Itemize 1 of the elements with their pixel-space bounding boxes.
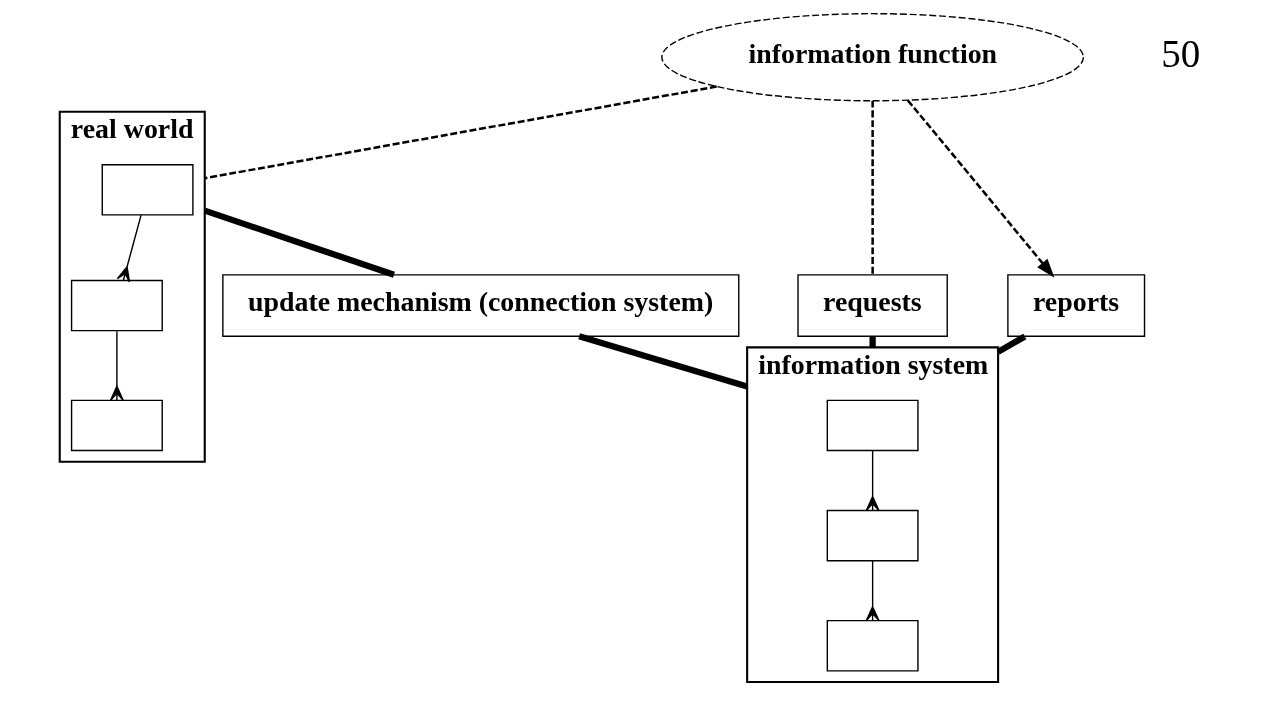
label: 50: [1161, 31, 1201, 75]
